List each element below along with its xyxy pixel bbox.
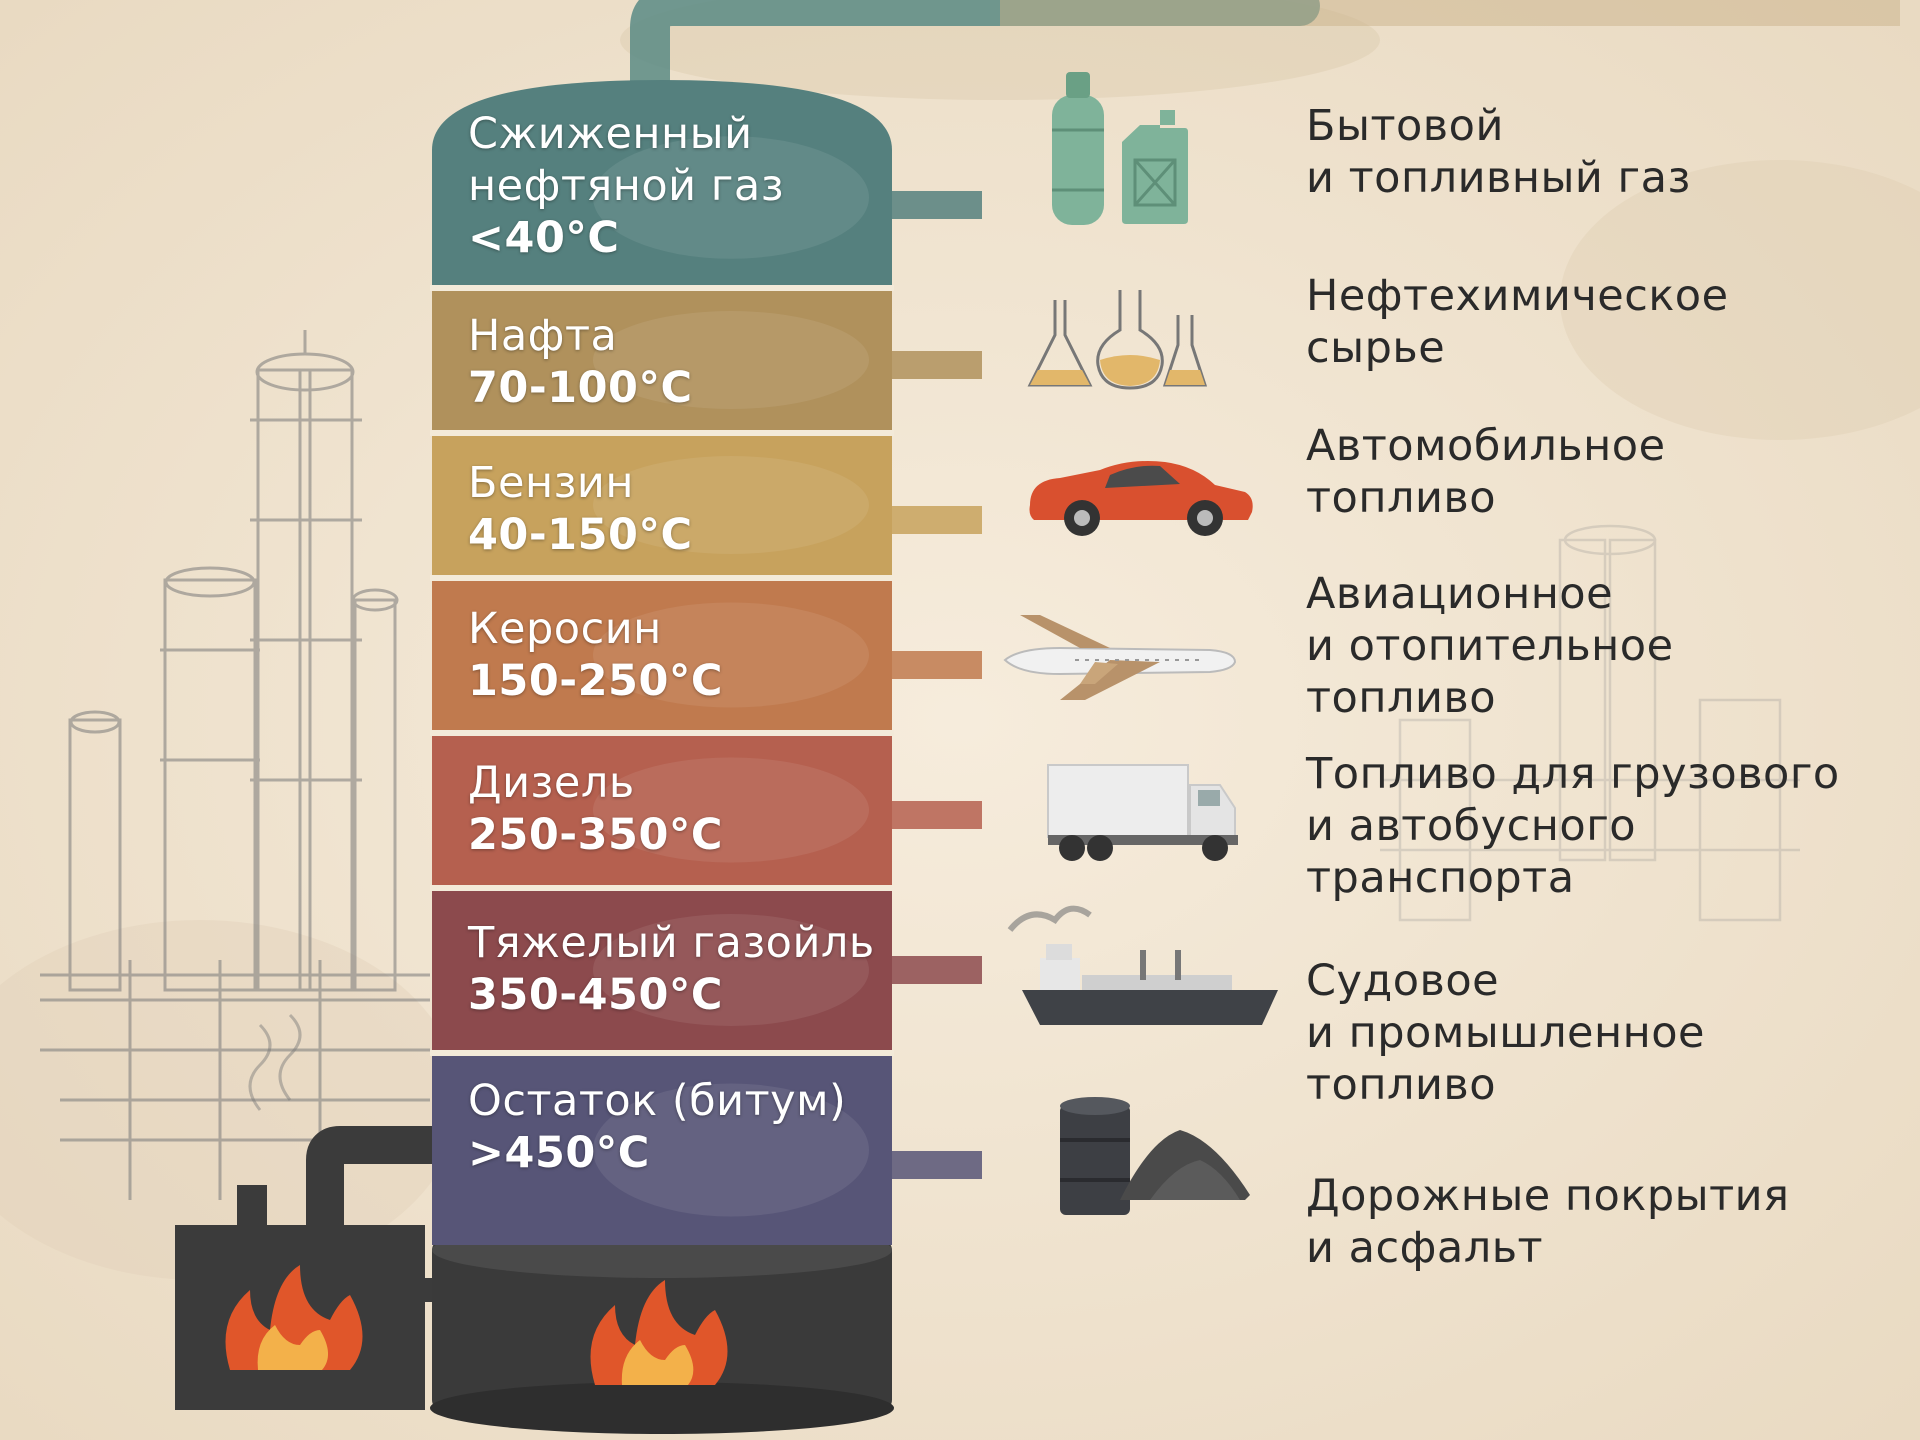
section-separator <box>430 285 894 291</box>
product-label: Топливо для грузового и автобусного тран… <box>1306 749 1840 903</box>
fraction-name: Дизель <box>468 758 635 808</box>
column-base <box>430 1222 894 1434</box>
chemistry-flasks-icon <box>1027 290 1208 390</box>
refinery-sketch-right <box>1380 524 1800 922</box>
section-separator <box>430 1050 894 1056</box>
product-label: Нефтехимическое сырье <box>1306 271 1729 373</box>
airplane-icon <box>1003 615 1237 700</box>
fraction-temperature: 250-350°C <box>468 810 723 860</box>
fraction-temperature: 70-100°C <box>468 363 693 413</box>
section-texture <box>593 1083 869 1217</box>
section-texture <box>593 914 869 1026</box>
outlet-pipe <box>882 956 982 984</box>
fraction-name: Тяжелый газойль <box>468 918 875 968</box>
outlet-pipe <box>882 651 982 679</box>
column-section <box>432 435 892 575</box>
fraction-temperature: 350-450°C <box>468 970 723 1020</box>
product-label: Судовое и промышленное топливо <box>1306 956 1705 1110</box>
fraction-temperature: <40°C <box>468 213 620 263</box>
furnace-flame-icon <box>225 1265 363 1370</box>
product-label: Авиационное и отопительное топливо <box>1306 569 1674 723</box>
section-texture <box>593 757 869 863</box>
fraction-name: Нафта <box>468 311 618 361</box>
product-label: Дорожные покрытия и асфальт <box>1306 1171 1790 1273</box>
section-texture <box>593 311 869 409</box>
column-section <box>432 80 892 285</box>
column-section <box>432 735 892 885</box>
section-separator <box>430 430 894 436</box>
fraction-temperature: 40-150°C <box>468 510 693 560</box>
fraction-temperature: 150-250°C <box>468 656 723 706</box>
column-section <box>432 890 892 1050</box>
column-flame-icon <box>590 1280 728 1385</box>
section-separator <box>430 575 894 581</box>
gas-cylinder-and-canister-icon <box>1052 72 1188 225</box>
product-label: Бытовой и топливный газ <box>1306 101 1691 203</box>
truck-icon <box>1047 764 1238 861</box>
outlet-pipe <box>882 1151 982 1179</box>
outlet-pipe <box>882 801 982 829</box>
outlet-pipes <box>882 191 982 1179</box>
outlet-pipe <box>882 191 982 219</box>
section-separator <box>430 730 894 736</box>
fraction-name: Сжиженный нефтяной газ <box>468 109 785 211</box>
fraction-name: Бензин <box>468 458 634 508</box>
oil-barrel-and-asphalt-icon <box>1060 1097 1250 1215</box>
column-section <box>432 290 892 430</box>
top-outlet-pipe <box>630 0 1320 120</box>
section-texture <box>593 136 869 259</box>
fraction-label: Остаток (битум)>450°C <box>468 1075 888 1179</box>
section-separator <box>430 885 894 891</box>
outlet-pipe <box>882 506 982 534</box>
column-section <box>432 580 892 730</box>
outlet-pipe <box>882 351 982 379</box>
fraction-temperature: >450°C <box>468 1128 650 1178</box>
distillation-column <box>430 80 894 1245</box>
furnace <box>175 1013 470 1410</box>
fraction-label: Сжиженный нефтяной газ<40°C <box>468 108 888 264</box>
refinery-sketch-left <box>40 330 430 1200</box>
sports-car-icon <box>1029 461 1253 536</box>
fraction-name: Остаток (битум) <box>468 1076 847 1126</box>
cargo-ship-icon <box>1007 905 1278 1025</box>
column-section <box>432 1055 892 1245</box>
product-label: Автомобильное топливо <box>1306 421 1666 523</box>
fraction-name: Керосин <box>468 604 662 654</box>
section-texture <box>593 602 869 708</box>
section-texture <box>593 456 869 554</box>
